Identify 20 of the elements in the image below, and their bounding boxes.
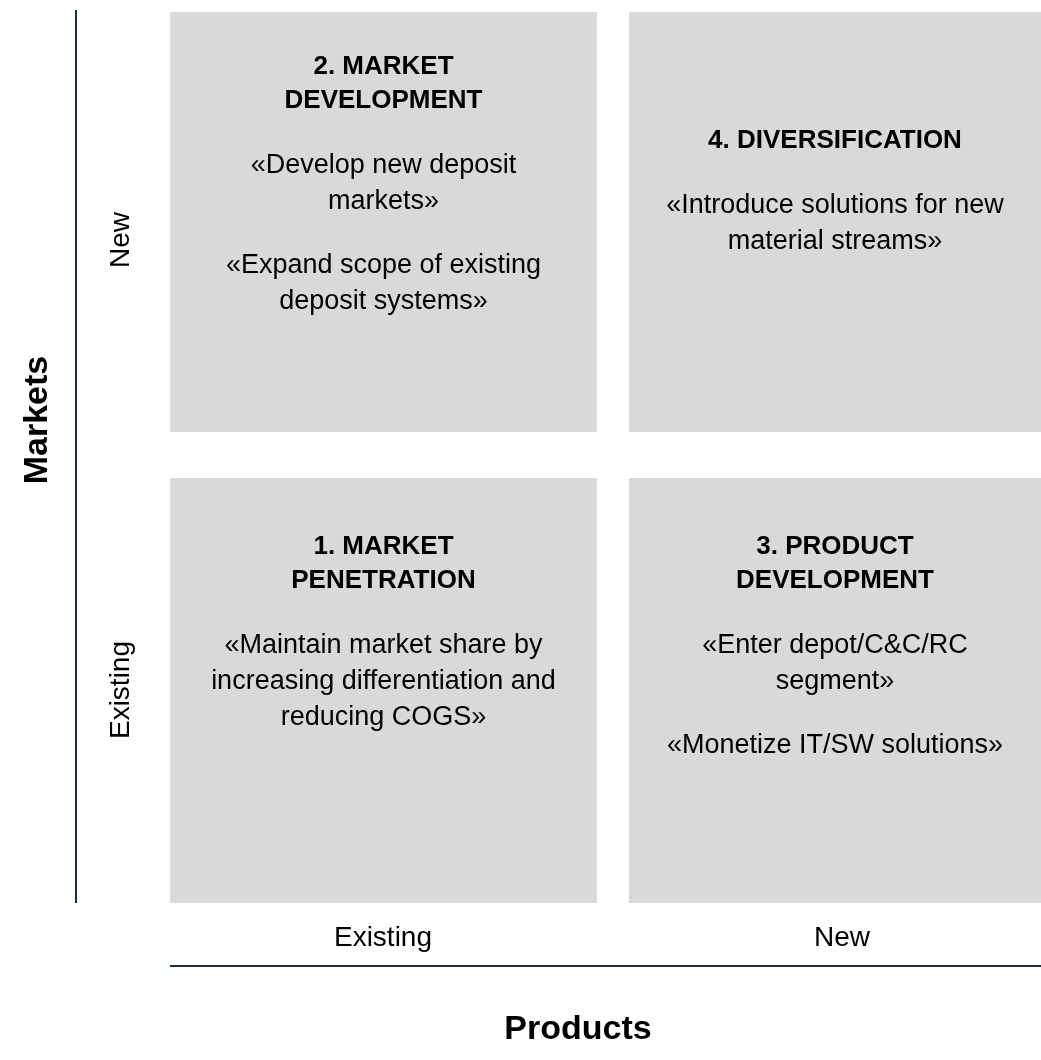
quadrant-heading: 4. DIVERSIFICATION xyxy=(708,123,962,156)
strategy-quote: «Monetize IT/SW solutions» xyxy=(666,728,1004,761)
quadrant-box xyxy=(170,12,597,432)
axis-title: Markets xyxy=(14,355,55,485)
quadrant-heading: 3. PRODUCT DEVELOPMENT xyxy=(735,529,935,596)
axis-category-label: New xyxy=(814,920,870,954)
strategy-quote: «Introduce solutions for new material streams» xyxy=(665,188,1005,257)
quadrant-box xyxy=(170,478,597,903)
axis-title: Products xyxy=(504,1006,652,1048)
strategy-quote: «Expand scope of existing deposit systems» xyxy=(224,248,543,317)
quadrant-box xyxy=(629,478,1041,903)
strategy-quote: «Enter depot/C&C/RC segment» xyxy=(701,628,969,697)
strategy-quote: «Maintain market share by increasing differentiation and reducing COGS» xyxy=(210,628,557,733)
quadrant-heading: 1. MARKET PENETRATION xyxy=(290,529,477,596)
axis-category-label: New xyxy=(103,212,136,268)
strategy-quote: «Develop new deposit markets» xyxy=(249,148,518,217)
axis-category-label: Existing xyxy=(103,641,136,739)
quadrant-box xyxy=(629,12,1041,432)
axis-category-label: Existing xyxy=(334,920,432,954)
quadrant-heading: 2. MARKET DEVELOPMENT xyxy=(283,49,484,116)
